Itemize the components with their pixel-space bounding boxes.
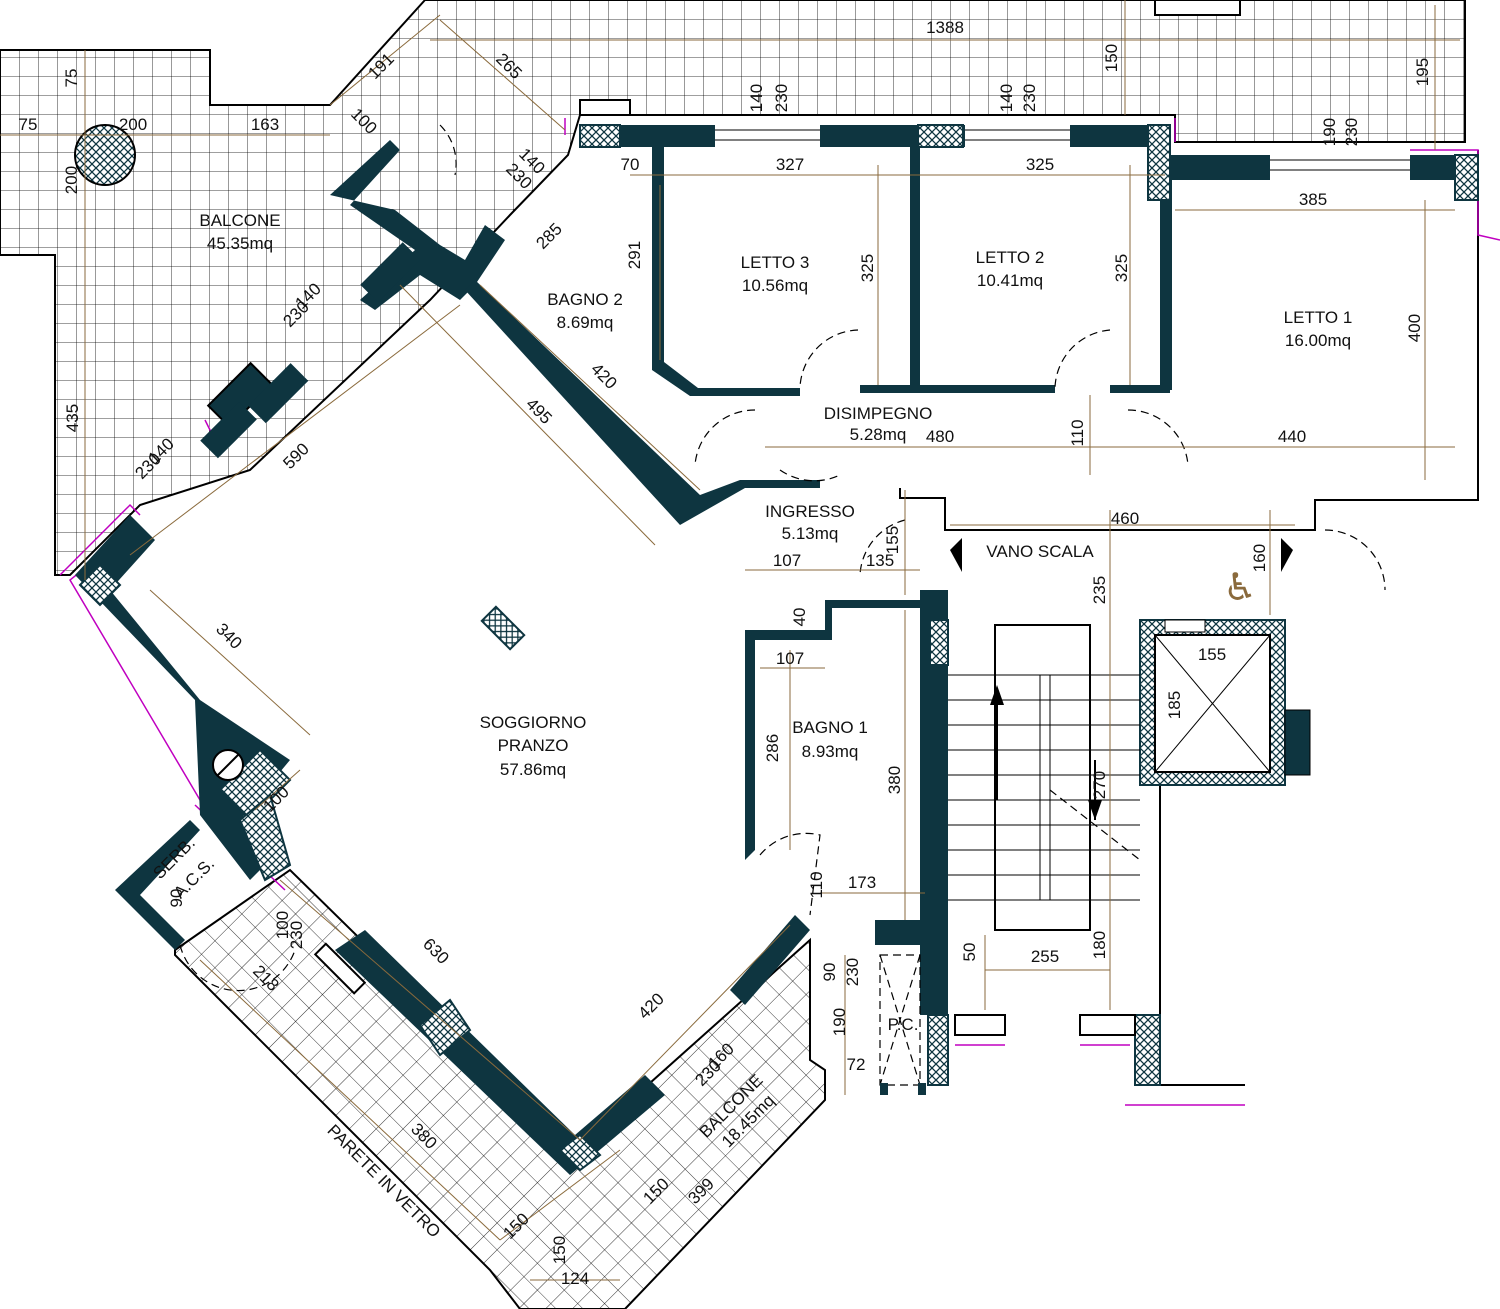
dim-230a: 230: [772, 84, 791, 112]
dim-340: 340: [212, 619, 245, 652]
room-soggiorno-name1: SOGGIORNO: [480, 713, 587, 732]
dim-173: 173: [848, 873, 876, 892]
dim-230b: 230: [1020, 84, 1039, 112]
room-letto2-area: 10.41mq: [977, 271, 1043, 290]
room-vano-scala-name: VANO SCALA: [986, 542, 1094, 561]
dim-135: 135: [866, 551, 894, 570]
staircase: [948, 624, 1141, 931]
dim-286: 286: [763, 734, 782, 762]
dim-200b: 200: [62, 166, 81, 194]
dim-40: 40: [790, 608, 809, 627]
dim-420a: 420: [587, 359, 620, 392]
dim-185: 185: [1165, 691, 1184, 719]
room-letto1-area: 16.00mq: [1285, 331, 1351, 350]
dim-107a: 107: [773, 551, 801, 570]
dim-460: 460: [1111, 509, 1139, 528]
dim-230g: 230: [287, 921, 306, 949]
dim-150a: 150: [1102, 44, 1121, 72]
dim-50: 50: [960, 943, 979, 962]
room-letto1-name: LETTO 1: [1284, 308, 1353, 327]
dim-400: 400: [1405, 314, 1424, 342]
room-bagno2-area: 8.69mq: [557, 313, 614, 332]
room-bagno2-name: BAGNO 2: [547, 290, 623, 309]
pc-label: P.C.: [888, 1015, 919, 1034]
round-column: [74, 124, 136, 186]
dim-325a: 325: [1026, 155, 1054, 174]
dim-325b: 325: [858, 254, 877, 282]
stair-arrow-left-icon: [950, 538, 962, 572]
dim-163: 163: [251, 115, 279, 134]
lift: [1139, 619, 1311, 786]
dim-270: 270: [1090, 771, 1109, 799]
room-letto3-name: LETTO 3: [741, 253, 810, 272]
dim-195: 195: [1413, 58, 1432, 86]
room-soggiorno-area: 57.86mq: [500, 760, 566, 779]
dim-480: 480: [926, 427, 954, 446]
dim-150d: 150: [550, 1236, 569, 1264]
dim-75a: 75: [62, 69, 81, 88]
room-bagno1-area: 8.93mq: [802, 742, 859, 761]
dim-90b: 90: [820, 963, 839, 982]
dim-190b: 190: [830, 1008, 849, 1036]
dim-190a: 190: [1320, 118, 1339, 146]
dim-385: 385: [1299, 190, 1327, 209]
room-letto3-area: 10.56mq: [742, 276, 808, 295]
dim-380a: 380: [885, 766, 904, 794]
dim-420b: 420: [634, 989, 667, 1022]
terrace-top-tiles: [0, 0, 1466, 576]
dim-285: 285: [532, 219, 565, 252]
dim-75b: 75: [19, 115, 38, 134]
dim-90a: 90: [167, 889, 186, 908]
dim-200a: 200: [119, 115, 147, 134]
room-disimpegno-area: 5.28mq: [850, 425, 907, 444]
dim-255: 255: [1031, 947, 1059, 966]
hatched-columns: [78, 124, 1479, 1172]
room-balcone-top-name: BALCONE: [199, 211, 280, 230]
dim-70: 70: [621, 155, 640, 174]
doors: [179, 0, 1410, 1036]
dim-590: 590: [279, 439, 312, 472]
room-soggiorno-name2: PRANZO: [498, 736, 569, 755]
dim-180: 180: [1090, 931, 1109, 959]
dim-110a: 110: [1068, 419, 1087, 446]
dim-155b: 155: [1198, 645, 1226, 664]
dim-230c: 230: [1342, 118, 1361, 146]
room-ingresso-area: 5.13mq: [782, 524, 839, 543]
dim-495: 495: [522, 394, 555, 427]
dim-325c: 325: [1112, 254, 1131, 282]
dim-291: 291: [625, 241, 644, 269]
dim-72: 72: [847, 1055, 866, 1074]
room-disimpegno-name: DISIMPEGNO: [824, 404, 933, 423]
wheelchair-icon: ♿: [1223, 565, 1257, 609]
dim-100c: 100: [273, 911, 292, 939]
dim-327: 327: [776, 155, 804, 174]
dim-160a: 160: [1250, 544, 1269, 572]
dim-110b: 110: [807, 871, 826, 898]
pc-box: [879, 954, 926, 1095]
dim-124: 124: [561, 1269, 589, 1288]
dim-440: 440: [1278, 427, 1306, 446]
dim-1388: 1388: [926, 18, 964, 37]
room-balcone-top-area: 45.35mq: [207, 234, 273, 253]
room-bagno1-name: BAGNO 1: [792, 718, 868, 737]
dim-235: 235: [1090, 576, 1109, 604]
stair-arrow-right-icon: [1281, 538, 1293, 572]
dim-140b: 140: [997, 84, 1016, 112]
dim-107b: 107: [776, 649, 804, 668]
dim-230h: 230: [843, 958, 862, 986]
room-ingresso-name: INGRESSO: [765, 502, 855, 521]
dim-630: 630: [419, 934, 452, 967]
dimension-lines: [0, 0, 1460, 1281]
dim-155a: 155: [883, 526, 902, 554]
room-letto2-name: LETTO 2: [976, 248, 1045, 267]
dim-435: 435: [63, 404, 82, 432]
dim-140a: 140: [747, 84, 766, 112]
